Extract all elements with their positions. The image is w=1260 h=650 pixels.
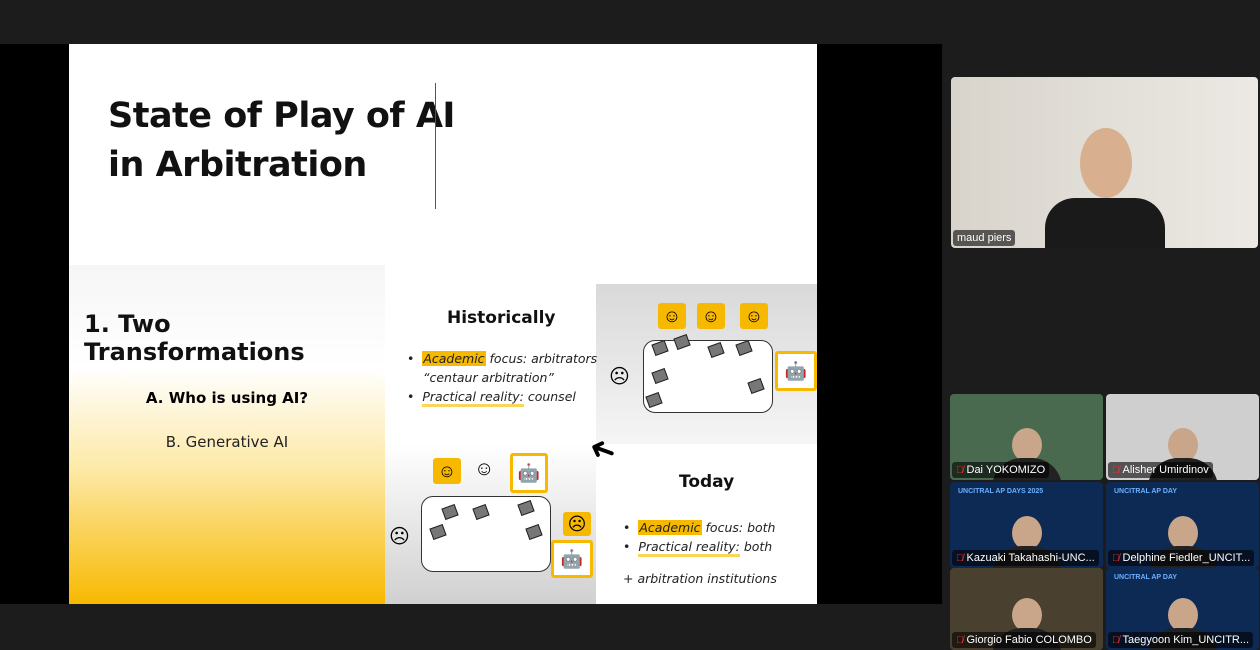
person-icon: ☺: [658, 303, 686, 329]
speaker-video-tile[interactable]: maud piers: [951, 77, 1258, 248]
robot-icon: 🤖: [551, 540, 593, 578]
speaker-video: [1044, 118, 1165, 248]
participant-tile[interactable]: UNCITRAL AP DAY 🎙̸Delphine Fiedler_UNCIT.…: [1106, 482, 1259, 568]
event-banner: UNCITRAL AP DAYS 2025: [958, 488, 1044, 495]
robot-icon: 🤖: [775, 351, 817, 391]
muted-mic-icon: 🎙̸: [1112, 465, 1120, 476]
participant-tile[interactable]: 🎙̸Alisher Umirdinov: [1106, 394, 1259, 480]
event-banner: UNCITRAL AP DAY: [1114, 488, 1178, 495]
person-icon: ☺: [740, 303, 768, 329]
head-icon: ☹: [389, 526, 410, 548]
head-icon: ☹: [609, 366, 630, 388]
participant-tile[interactable]: 🎙̸Giorgio Fabio COLOMBO: [950, 568, 1103, 650]
participant-tile[interactable]: UNCITRAL AP DAY 🎙̸Taegyoon Kim_UNCITR...: [1106, 568, 1259, 650]
participant-name: 🎙̸Taegyoon Kim_UNCITR...: [1108, 632, 1254, 648]
participant-name: 🎙̸Giorgio Fabio COLOMBO: [952, 632, 1096, 648]
curved-arrow-icon: ➜: [583, 429, 622, 473]
muted-mic-icon: 🎙̸: [956, 635, 964, 646]
today-heading: Today: [679, 472, 735, 492]
muted-mic-icon: 🎙̸: [956, 553, 964, 564]
participant-name: 🎙̸Dai YOKOMIZO: [952, 462, 1050, 478]
person-icon: ☺: [433, 458, 461, 484]
muted-mic-icon: 🎙̸: [1112, 553, 1120, 564]
participant-tile[interactable]: 🎙̸Dai YOKOMIZO: [950, 394, 1103, 480]
participant-name: 🎙̸Delphine Fiedler_UNCIT...: [1108, 550, 1255, 566]
historically-heading: Historically: [447, 308, 556, 328]
historically-bullets: • Academic focus: arbitrators “centaur a…: [407, 349, 597, 407]
participant-name: 🎙̸Kazuaki Takahashi-UNC...: [952, 550, 1099, 566]
speaker-name: maud piers: [953, 230, 1016, 246]
head-icon: ☹: [563, 512, 591, 536]
section-panel: 1. Two Transformations A. Who is using A…: [69, 265, 385, 604]
participant-tile[interactable]: UNCITRAL AP DAYS 2025 🎙̸Kazuaki Takahashi…: [950, 482, 1103, 568]
today-bullets: • Academic focus: both • Practical reali…: [623, 520, 777, 586]
section-heading: 1. Two Transformations: [84, 310, 305, 366]
item-a: A. Who is using AI?: [145, 389, 309, 407]
item-b: B. Generative AI: [165, 433, 289, 451]
event-banner: UNCITRAL AP DAY: [1114, 574, 1178, 581]
muted-mic-icon: 🎙̸: [956, 465, 964, 476]
divider: [435, 83, 436, 209]
participant-name: 🎙̸Alisher Umirdinov: [1108, 462, 1213, 478]
robot-icon: 🤖: [510, 453, 548, 493]
person-icon: ☺: [697, 303, 725, 329]
person-icon: ☺: [474, 458, 495, 480]
muted-mic-icon: 🎙̸: [1112, 635, 1120, 646]
